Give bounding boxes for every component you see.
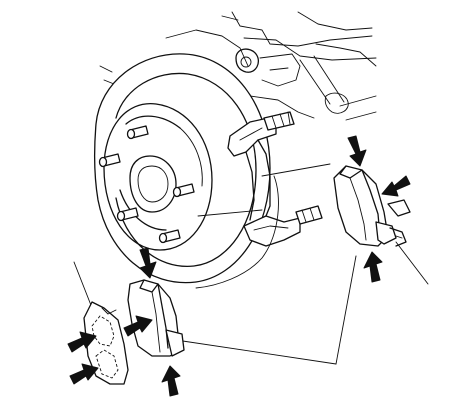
arrow-up-icon <box>161 365 181 397</box>
wheel-stud <box>116 207 139 222</box>
wheel-stud <box>126 125 149 140</box>
brake-disc <box>94 53 271 284</box>
arrow-left-icon <box>381 175 411 197</box>
brake-hose <box>195 175 279 289</box>
wheel-stud <box>98 153 121 168</box>
arrow-up-icon <box>363 251 383 283</box>
left-brake-pad <box>127 279 185 357</box>
pad-retaining-clip <box>387 199 411 247</box>
guide-lines <box>73 163 429 365</box>
arrow-right-icon <box>69 363 99 385</box>
arrow-right-icon <box>123 315 153 337</box>
arrow-down-icon <box>139 247 157 279</box>
arrow-down-icon <box>347 135 367 167</box>
wheel-stud <box>158 229 181 244</box>
wheel-studs <box>98 125 195 244</box>
suspension-background <box>99 11 377 121</box>
caliper-bracket <box>227 111 323 247</box>
pad-shim <box>83 301 129 385</box>
right-brake-pad <box>333 165 397 247</box>
arrow-right-icon <box>67 331 97 353</box>
arrows <box>67 135 411 397</box>
wheel-stud <box>172 183 195 198</box>
